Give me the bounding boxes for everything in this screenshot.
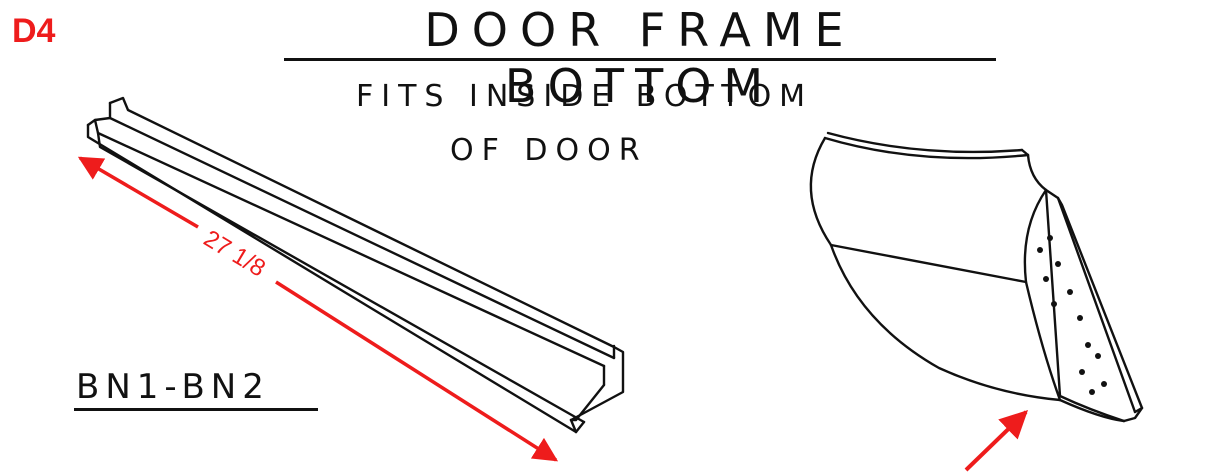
door-frame-bottom-drawing (86, 96, 625, 434)
door-rivet-holes (1037, 235, 1107, 395)
page-title: DOOR FRAME BOTTOM (424, 3, 856, 113)
subtitle-line-2: OF DOOR (450, 133, 648, 168)
subtitle-line-1: FITS INSIDE BOTTOM (356, 79, 814, 114)
part-number-underline (74, 408, 318, 411)
part-number: BN1-BN2 (76, 367, 270, 407)
dimension-label: 27 1/8 (199, 225, 270, 283)
door-bottom-drawing (809, 131, 1144, 423)
pointer-arrow (964, 410, 1029, 472)
title-underline (284, 58, 996, 61)
diagram-code: D4 (12, 12, 56, 50)
